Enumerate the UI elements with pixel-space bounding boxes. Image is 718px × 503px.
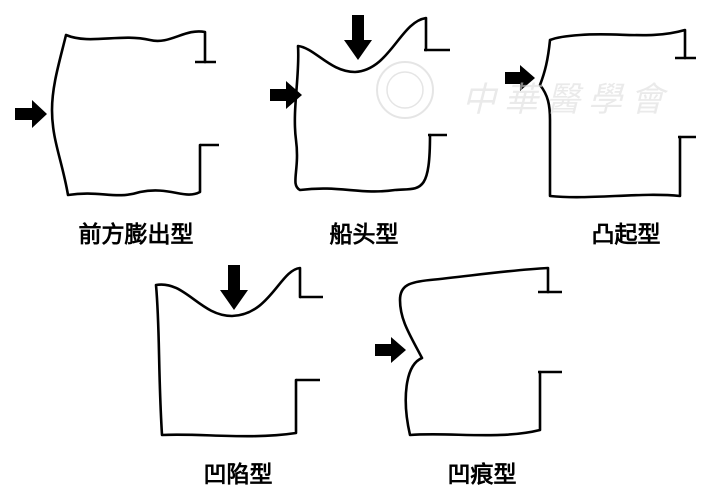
label-dent: 凹痕型 (447, 462, 517, 488)
shape-boat-head (270, 15, 450, 193)
shape-anterior-bulge (15, 30, 219, 197)
label-protrusion: 凸起型 (591, 222, 661, 248)
arrow-right-icon (505, 65, 535, 91)
shape-depression (154, 265, 323, 438)
watermark-seal (376, 61, 434, 119)
arrow-down-icon (220, 265, 248, 310)
label-depression: 凹陷型 (203, 462, 273, 488)
shape-dent (375, 266, 562, 437)
arrow-right-icon (375, 337, 406, 363)
label-anterior-bulge: 前方膨出型 (78, 222, 194, 248)
arrow-right-icon (270, 81, 302, 109)
shape-protrusion (505, 28, 696, 199)
arrow-down-icon (344, 15, 372, 60)
watermark: 中華醫學會 (462, 80, 672, 120)
arrow-right-icon (15, 100, 47, 128)
label-boat-head: 船头型 (329, 222, 399, 248)
